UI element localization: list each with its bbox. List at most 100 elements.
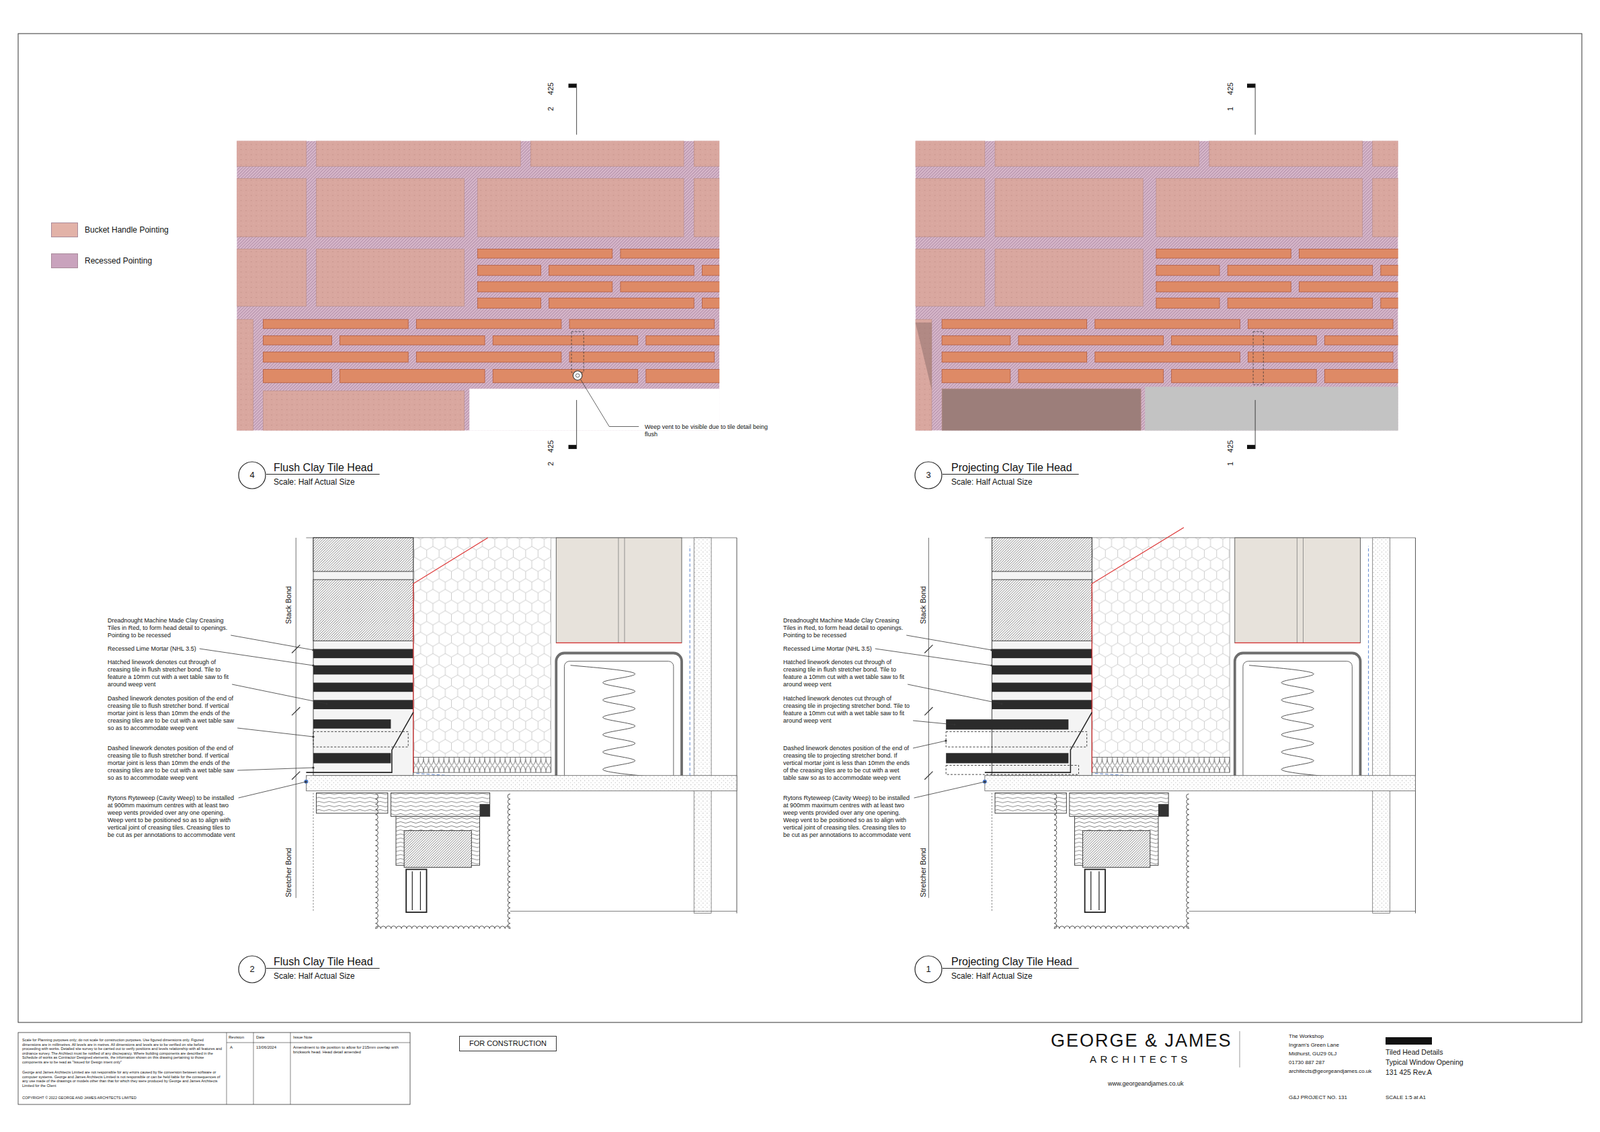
creasing-tile — [1380, 297, 1399, 308]
creasing-tile-section — [313, 719, 391, 729]
brick — [994, 248, 1143, 306]
bond-label: Stretcher Bond — [284, 847, 294, 897]
dim-line — [928, 537, 930, 899]
frame-head — [390, 792, 490, 817]
creasing-tile-section — [313, 683, 414, 693]
annotation: Rytons Ryteweep (Cavity Weep) to be inst… — [783, 794, 911, 839]
leader-dot — [1000, 702, 1003, 705]
leader-dot — [990, 648, 993, 651]
lintel-insulation — [570, 665, 668, 779]
brick — [530, 140, 684, 167]
brick-cut — [313, 579, 414, 641]
annotation: Hatched linework denotes cut through of … — [783, 695, 911, 725]
sash — [404, 830, 472, 868]
brick-cut — [313, 537, 414, 572]
section-ref: 425 — [546, 440, 556, 453]
leader-dot — [990, 664, 993, 667]
creasing-tile — [620, 281, 720, 292]
callout-circle: 2 — [237, 955, 267, 984]
logo-rule — [1239, 1031, 1241, 1068]
annotation: Dreadnought Machine Made Clay Creasing T… — [107, 617, 236, 640]
address-line: architects@georgeandjames.co.uk — [1288, 1068, 1372, 1075]
table-rule — [290, 1032, 292, 1105]
legend-text: Recessed Pointing — [84, 256, 152, 266]
address-line: The Workshop — [1288, 1033, 1324, 1040]
detail-title: Flush Clay Tile Head — [273, 955, 374, 969]
head-timber — [316, 792, 388, 813]
wall-line — [736, 537, 737, 914]
frame-stop — [1158, 804, 1169, 817]
creasing-tile — [941, 335, 1011, 345]
brick — [915, 178, 985, 238]
section-ref: 2 — [546, 461, 556, 466]
creasing-tile — [416, 352, 562, 363]
illustration — [204, 83, 1475, 929]
sheet-note: Scale for Planning purposes only; do not… — [22, 1037, 223, 1065]
creasing-tile — [477, 265, 541, 276]
window-opening — [1144, 386, 1398, 431]
leader-dot — [311, 648, 314, 651]
section — [924, 527, 1416, 930]
creasing-tile — [477, 297, 541, 308]
detail-title: Flush Clay Tile Head — [273, 461, 374, 474]
table-rule — [253, 1032, 255, 1105]
creasing-tile — [1248, 319, 1394, 329]
callout-number: 4 — [249, 469, 255, 481]
cavity-closer — [1091, 756, 1230, 773]
weep-vent — [572, 371, 583, 381]
cavity-tray — [984, 712, 1092, 774]
brick — [236, 319, 253, 431]
weep-outline — [1253, 331, 1264, 385]
creasing-tile — [1298, 281, 1398, 292]
section-ref: 1 — [1226, 106, 1235, 111]
leader-dot — [311, 735, 314, 738]
wall-line — [1415, 537, 1416, 914]
membrane — [416, 545, 690, 788]
leader-line — [580, 379, 640, 427]
annotation: Weep vent to be visible due to tile deta… — [644, 423, 780, 439]
legend-row: Recessed Pointing — [51, 253, 152, 269]
address-line: 01730 887 287 — [1288, 1059, 1325, 1067]
legend-text: Bucket Handle Pointing — [84, 225, 169, 235]
creasing-tile — [549, 297, 695, 308]
section-ref: 425 — [1226, 440, 1235, 453]
creasing-tile-section — [945, 719, 1069, 730]
annotation: Dashed linework denotes position of the … — [107, 744, 236, 782]
brick — [693, 178, 720, 238]
section-marker — [568, 83, 577, 88]
outer-leaf — [991, 537, 1092, 776]
creasing-tile — [1324, 369, 1398, 384]
circle-shape — [914, 461, 942, 489]
section-line — [576, 83, 577, 135]
face-line — [313, 792, 314, 911]
callout-number: 3 — [925, 469, 931, 481]
weep-marker — [982, 779, 987, 784]
brick-cut — [991, 537, 1092, 572]
glass-pane — [412, 871, 413, 911]
cavity-tray-red — [413, 537, 489, 773]
elevation — [882, 83, 1475, 458]
creasing-tile — [263, 335, 333, 345]
section-marker — [1247, 83, 1256, 88]
circle-shape — [914, 955, 942, 983]
creasing-tile — [1018, 369, 1164, 384]
weep-marker — [303, 779, 308, 784]
drawing-title: Tiled Head Details — [1385, 1048, 1443, 1057]
leader-line — [238, 781, 306, 798]
block-joint — [1302, 537, 1304, 643]
creasing-tile-section — [991, 683, 1092, 693]
creasing-tile — [1018, 335, 1164, 345]
creasing-tile — [416, 319, 562, 329]
table-cell: 13/06/2024 — [256, 1045, 277, 1051]
address-line: Midhurst, GU29 0LJ — [1288, 1050, 1337, 1058]
creasing-tile — [1227, 265, 1373, 276]
table-cell: Amendment to tile position to allow for … — [293, 1045, 408, 1055]
brick — [236, 140, 306, 167]
leader-line — [906, 635, 992, 651]
logo-text: GEORGE & JAMES — [1050, 1029, 1233, 1052]
callout-circle: 4 — [237, 461, 267, 490]
website: www.georgeandjames.co.uk — [1107, 1080, 1184, 1088]
annotation: Dreadnought Machine Made Clay Creasing T… — [783, 617, 911, 640]
steel-lintel — [555, 653, 682, 788]
dim-tick — [291, 644, 300, 653]
